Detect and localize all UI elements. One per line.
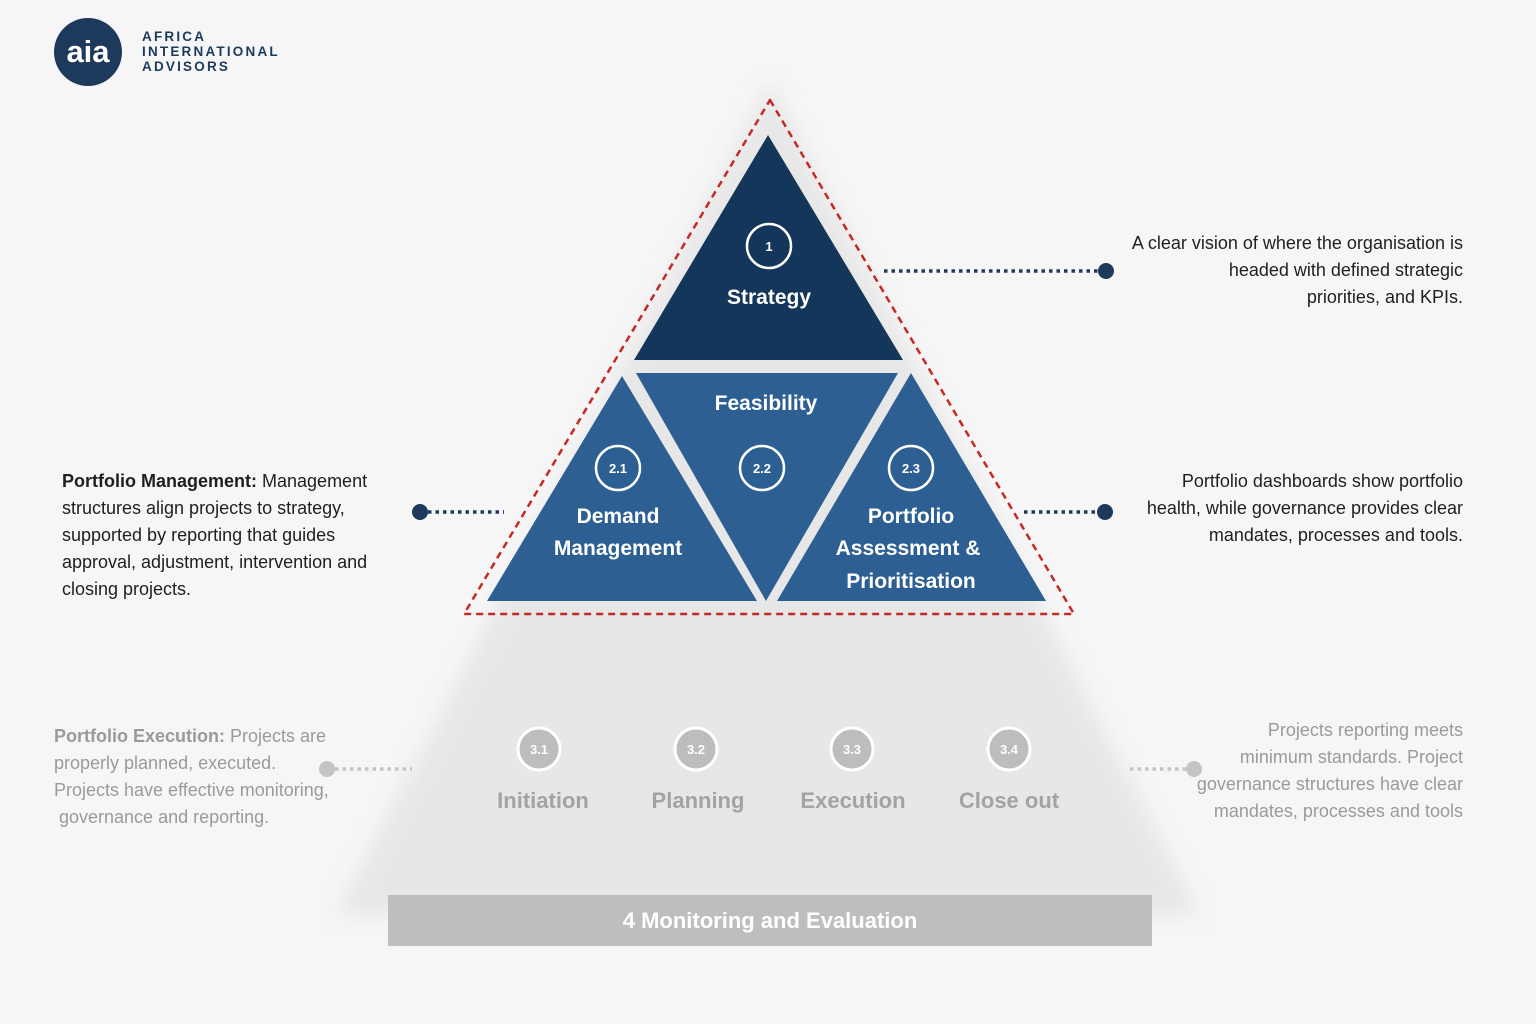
connector-project-reporting bbox=[1130, 761, 1202, 777]
phase-number: 3.2 bbox=[687, 742, 705, 757]
note-line: Projects are bbox=[225, 726, 327, 746]
note-line: structures align projects to strategy, bbox=[62, 498, 345, 518]
demand-number-circle bbox=[594, 444, 642, 492]
portfolio-assessment-number: 2.3 bbox=[902, 461, 920, 476]
logo-mark-text: aia bbox=[66, 34, 110, 69]
phase-label: Execution bbox=[800, 788, 905, 813]
phase-number: 3.4 bbox=[1000, 742, 1019, 757]
portfolio-assessment-number-circle bbox=[887, 444, 935, 492]
monitoring-evaluation-label: 4 Monitoring and Evaluation bbox=[623, 908, 918, 933]
strategy-label: Strategy bbox=[727, 286, 811, 309]
strategy-number-circle bbox=[745, 222, 793, 270]
note-line: headed with defined strategic bbox=[1228, 260, 1463, 280]
panel-close-out bbox=[928, 614, 1168, 893]
strategy-triangle bbox=[634, 135, 903, 360]
project-reporting-note: Projects reporting meets minimum standar… bbox=[1197, 717, 1463, 825]
note-line: minimum standards. Project bbox=[1239, 747, 1463, 767]
phase-number: 3.3 bbox=[843, 742, 861, 757]
logo-mark: aia bbox=[54, 18, 122, 86]
note-heading: Portfolio Execution: bbox=[54, 726, 225, 746]
feasibility-label: Feasibility bbox=[715, 392, 818, 415]
portfolio-assessment-triangle bbox=[777, 373, 1046, 601]
note-line: properly planned, executed. bbox=[54, 753, 277, 773]
note-line: health, while governance provides clear bbox=[1146, 498, 1463, 518]
phase-label: Close out bbox=[959, 788, 1060, 813]
note-line: priorities, and KPIs. bbox=[1306, 287, 1463, 307]
brand-name-line: AFRICA bbox=[142, 29, 207, 44]
portfolio-assessment-line1: Portfolio bbox=[868, 505, 954, 528]
portfolio-dashboards-note: Portfolio dashboards show portfolio heal… bbox=[1147, 468, 1463, 549]
note-line: A clear vision of where the organisation… bbox=[1131, 233, 1463, 253]
note-line: mandates, processes and tools. bbox=[1208, 525, 1463, 545]
feasibility-number: 2.2 bbox=[753, 461, 771, 476]
phase-initiation: 3.1 Initiation bbox=[497, 726, 589, 813]
note-line: approval, adjustment, intervention and bbox=[62, 552, 368, 572]
panel-initiation bbox=[372, 614, 608, 893]
strategy-number: 1 bbox=[765, 239, 772, 254]
note-line: Projects have effective monitoring, bbox=[54, 780, 329, 800]
phase-close-out: 3.4 Close out bbox=[959, 726, 1060, 813]
connector-strategy bbox=[884, 263, 1114, 279]
brand-name-line: INTERNATIONAL bbox=[142, 44, 280, 59]
phase-planning: 3.2 Planning bbox=[652, 726, 745, 813]
portfolio-assessment-line2: Assessment & bbox=[836, 537, 981, 560]
brand-name-line: ADVISORS bbox=[142, 59, 231, 74]
note-heading: Portfolio Management: bbox=[62, 471, 258, 491]
phase-number: 3.1 bbox=[530, 742, 548, 757]
brand-name: AFRICA INTERNATIONAL ADVISORS bbox=[142, 29, 280, 74]
phase-label: Initiation bbox=[497, 788, 589, 813]
demand-label-line2: Management bbox=[554, 537, 682, 560]
note-line: mandates, processes and tools bbox=[1213, 801, 1463, 821]
note-line: closing projects. bbox=[62, 579, 192, 599]
feasibility-number-circle bbox=[738, 444, 786, 492]
execution-layer bbox=[372, 614, 1168, 893]
connector-portfolio-dashboards bbox=[1024, 504, 1113, 520]
phase-label: Planning bbox=[652, 788, 745, 813]
note-line: Management bbox=[257, 471, 368, 491]
note-line: Projects reporting meets bbox=[1267, 720, 1463, 740]
portfolio-execution-note: Portfolio Execution: Projects are proper… bbox=[54, 723, 329, 831]
connector-portfolio-execution bbox=[319, 761, 412, 777]
note-line: Portfolio dashboards show portfolio bbox=[1181, 471, 1463, 491]
demand-label-line1: Demand bbox=[577, 505, 660, 528]
connector-portfolio-management bbox=[412, 504, 504, 520]
demand-number: 2.1 bbox=[609, 461, 627, 476]
portfolio-dashed-outline bbox=[462, 98, 1076, 616]
strategy-note: A clear vision of where the organisation… bbox=[1132, 230, 1463, 311]
portfolio-management-note: Portfolio Management: Management structu… bbox=[62, 468, 367, 603]
feasibility-triangle bbox=[636, 373, 898, 601]
phase-execution: 3.3 Execution bbox=[800, 726, 906, 813]
note-line: supported by reporting that guides bbox=[62, 525, 336, 545]
note-line: governance and reporting. bbox=[54, 807, 270, 827]
portfolio-assessment-line3: Prioritisation bbox=[846, 570, 976, 593]
monitoring-evaluation-bar bbox=[388, 895, 1152, 946]
note-line: governance structures have clear bbox=[1196, 774, 1463, 794]
